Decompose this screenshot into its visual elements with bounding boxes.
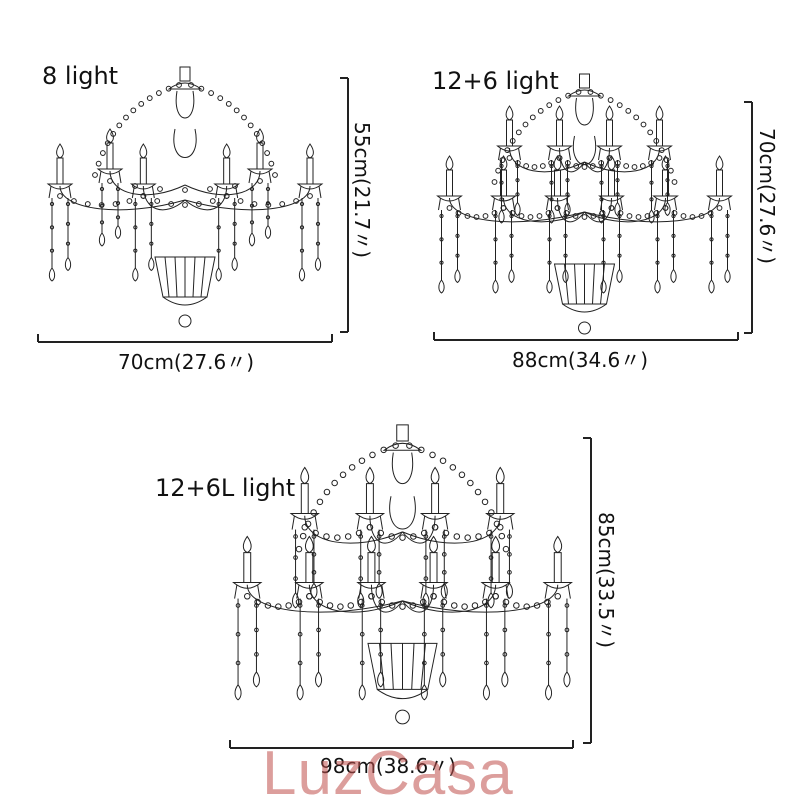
chandelier-12-6l-light-illustration bbox=[230, 415, 575, 735]
luzcasa-watermark: LuzCasa bbox=[262, 739, 514, 808]
width-label-8-light: 70cm(27.6〃) bbox=[118, 350, 255, 374]
width-label-12-6l-light: 98cm(38.6〃) bbox=[320, 754, 457, 778]
chandelier-12-6-light-illustration bbox=[432, 72, 737, 337]
chandelier-8-light-illustration bbox=[35, 65, 335, 330]
title-12-6l-light: 12+6L light bbox=[155, 474, 296, 502]
height-label-12-6l-light: 85cm(33.5〃) bbox=[594, 512, 618, 649]
title-8-light: 8 light bbox=[42, 62, 119, 90]
width-label-12-6-light: 88cm(34.6〃) bbox=[512, 348, 649, 372]
title-12-6-light: 12+6 light bbox=[432, 67, 559, 95]
